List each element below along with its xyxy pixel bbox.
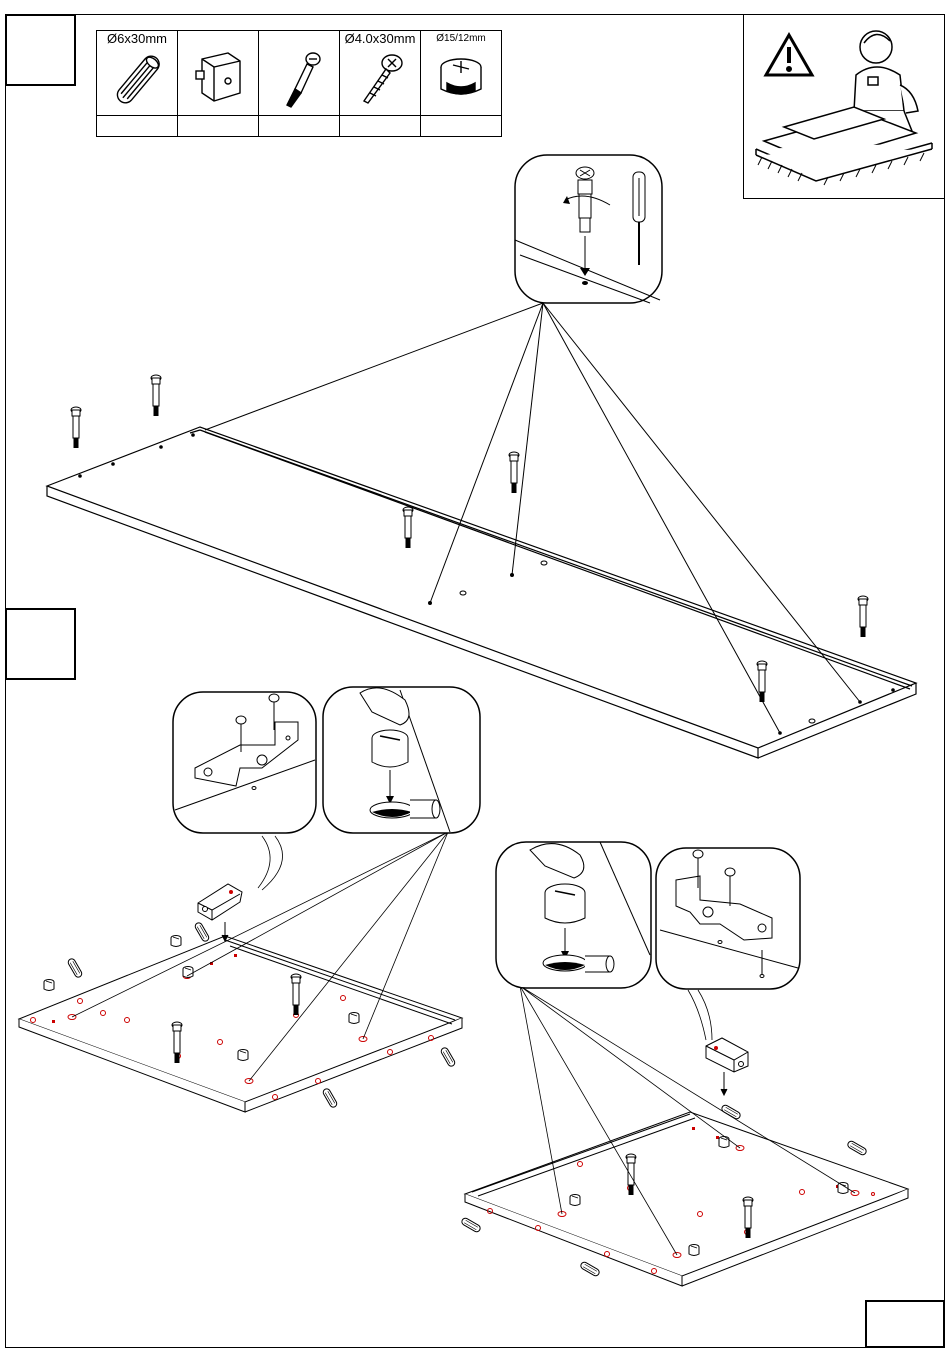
detail-bubble-cam-bolt <box>515 155 662 303</box>
detail-bubble-bracket-left <box>173 692 316 833</box>
left-panel <box>19 936 462 1112</box>
detail-bubble-cam-lock-left <box>323 687 480 833</box>
bracket-right <box>706 1038 748 1095</box>
detail-bubble-bracket-right <box>656 848 800 989</box>
right-panel <box>465 1112 908 1286</box>
detail-bubble-cam-lock-right <box>496 842 651 988</box>
